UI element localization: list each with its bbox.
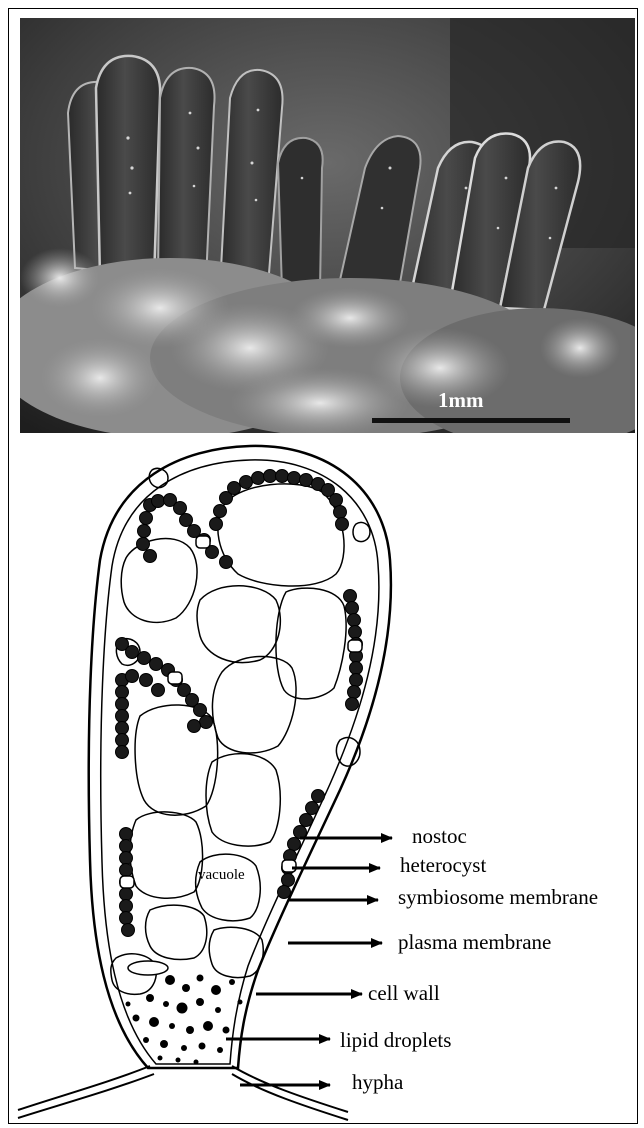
micrograph-image — [20, 18, 635, 433]
label-lipid-droplets: lipid droplets — [340, 1030, 451, 1051]
scale-label: 1mm — [438, 388, 484, 413]
label-cell-wall: cell wall — [368, 983, 440, 1004]
label-nostoc: nostoc — [412, 826, 467, 847]
label-hypha: hypha — [352, 1072, 403, 1093]
vacuole-label: vacuole — [198, 868, 245, 883]
micrograph-photo — [20, 18, 635, 433]
label-symbiosome-membrane: symbiosome membrane — [398, 887, 598, 908]
scale-bar — [372, 418, 570, 423]
label-heterocyst: heterocyst — [400, 855, 486, 876]
label-plasma-membrane: plasma membrane — [398, 932, 551, 953]
